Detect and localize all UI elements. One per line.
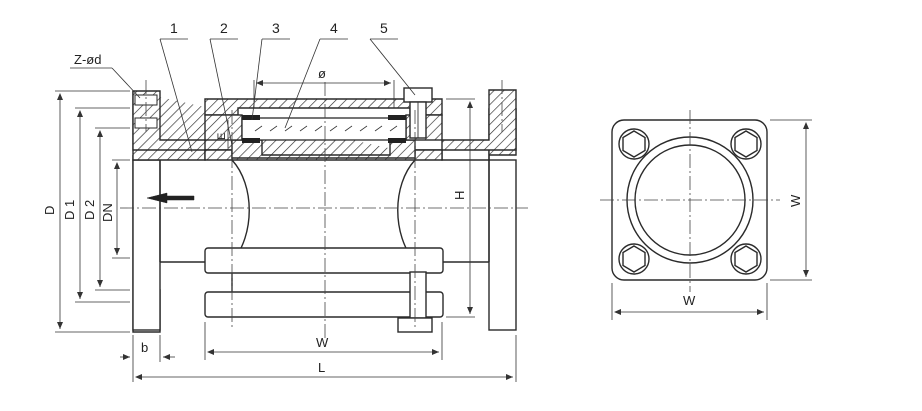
- part-number-labels: 1 2 3 4 5: [170, 20, 388, 36]
- side-view-dimension-lines: [611, 119, 812, 320]
- dimension-D-label: D: [42, 206, 57, 215]
- dimension-labels: Z-ød ø D D 1 D 2 DN E H W L b: [42, 52, 467, 375]
- side-dimension-W-vertical-label: W: [788, 194, 803, 207]
- bolt-upper: [403, 87, 433, 139]
- dimension-W-label: W: [316, 335, 329, 350]
- dimension-E-label: E: [216, 133, 228, 140]
- bolt-head-top-right: [730, 128, 762, 160]
- bolt-head-bottom-right: [730, 243, 762, 275]
- part-number-5: 5: [380, 20, 388, 36]
- dimension-DN-label: DN: [100, 203, 115, 222]
- dimension-L-label: L: [318, 360, 325, 375]
- valve-body: [132, 150, 517, 333]
- cover-assembly: [204, 98, 443, 143]
- part-number-4: 4: [330, 20, 338, 36]
- bolt-head-top-left: [618, 128, 650, 160]
- flow-arrow: [146, 192, 195, 204]
- bolt-holes-label: Z-ød: [74, 52, 101, 67]
- dimension-D2-label: D 2: [82, 200, 97, 220]
- front-view: 1 2 3 4 5 Z-ød ø D D 1 D 2 DN E H W L b: [42, 20, 528, 382]
- part-number-3: 3: [272, 20, 280, 36]
- dimension-lines: [55, 80, 517, 382]
- part-number-1: 1: [170, 20, 178, 36]
- dimension-H-label: H: [452, 191, 467, 200]
- dimension-D1-label: D 1: [62, 200, 77, 220]
- side-dimension-W-horizontal-label: W: [683, 293, 696, 308]
- sight-glass: [254, 125, 398, 132]
- dimension-b-label: b: [141, 340, 148, 355]
- side-view: W W: [600, 110, 812, 320]
- bolt-head-bottom-left: [618, 243, 650, 275]
- diameter-label: ø: [318, 66, 326, 81]
- part-number-2: 2: [220, 20, 228, 36]
- leader-lines: [70, 38, 416, 153]
